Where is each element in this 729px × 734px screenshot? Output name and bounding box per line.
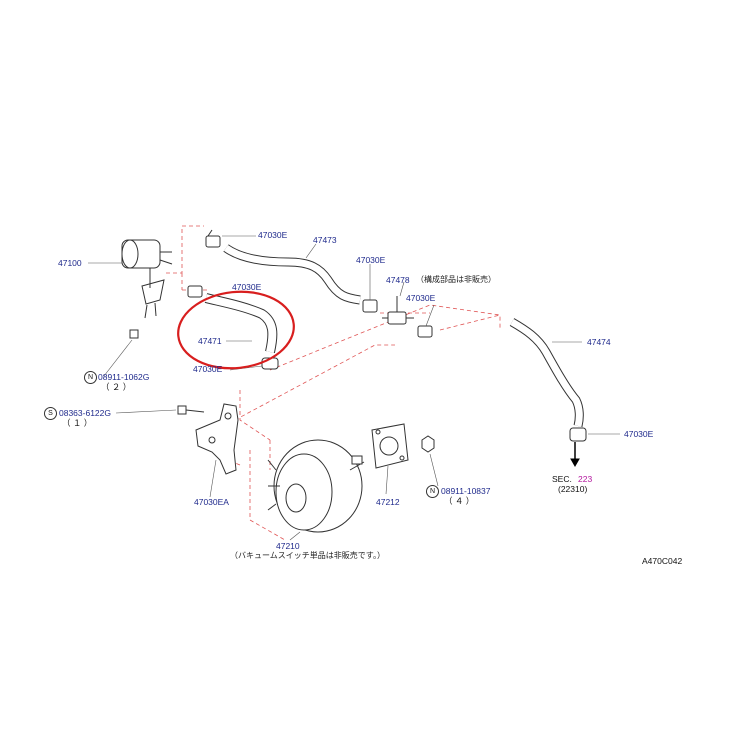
gasket-47212 [371, 423, 409, 469]
nut-08911-10837 [421, 435, 435, 453]
note-components-not-sold: （構成部品は非販売） [416, 275, 496, 284]
diagram-code: A470C042 [642, 556, 683, 566]
label-47030e-d: 47030E [406, 293, 436, 303]
badge-n-2: N [426, 485, 439, 498]
label-47030ea: 47030EA [194, 497, 229, 507]
label-47474: 47474 [587, 337, 611, 347]
label-47473: 47473 [313, 235, 337, 245]
label-47030e-b: 47030E [356, 255, 386, 265]
sec-sub-label: (22310) [558, 484, 588, 494]
label-47212: 47212 [376, 497, 400, 507]
sec-number-link[interactable]: 223 [578, 474, 593, 484]
note-vacuum-switch-not-sold: （バキュームスイッチ単品は非販売です。） [230, 551, 385, 560]
label-08363-6122g: 08363-6122G [59, 408, 111, 418]
clamp-47030e-b [187, 285, 203, 298]
connector-47478 [382, 296, 414, 325]
label-47100: 47100 [58, 258, 82, 268]
arrow-down-icon [570, 442, 580, 468]
label-47478: 47478 [386, 275, 410, 285]
badge-s: S [44, 407, 57, 420]
label-08911-1062g: 08911-1062G [98, 372, 150, 382]
hose-47471 [204, 293, 278, 354]
label-47030e-e: 47030E [193, 364, 223, 374]
clamp-47030e-a [205, 229, 221, 248]
label-08911-10837: 08911-10837 [441, 486, 491, 496]
hose-47473 [223, 244, 361, 305]
leader-lines [88, 235, 620, 541]
qty-2: （ ２ ） [101, 382, 132, 392]
label-47471: 47471 [198, 336, 222, 346]
badge-n-1: N [84, 371, 97, 384]
label-47030e-f: 47030E [624, 429, 654, 439]
booster-47210 [267, 439, 365, 533]
hose-47474 [509, 318, 584, 428]
clamp-47030e-e [569, 427, 587, 442]
highlight-circle [177, 290, 295, 370]
clamp-47030e-mid [362, 299, 378, 313]
label-47210: 47210 [276, 541, 300, 551]
qty-1: （ １ ） [62, 418, 93, 428]
label-47030e-c: 47030E [232, 282, 262, 292]
bracket-47030ea [195, 403, 239, 475]
sec-label: SEC. [552, 474, 572, 484]
label-47030e-a: 47030E [258, 230, 288, 240]
canister-47100 [121, 239, 173, 339]
bolt-08363-6122g [177, 405, 205, 415]
qty-4: （ ４ ） [444, 496, 475, 506]
clamp-47030e-d [417, 325, 433, 338]
